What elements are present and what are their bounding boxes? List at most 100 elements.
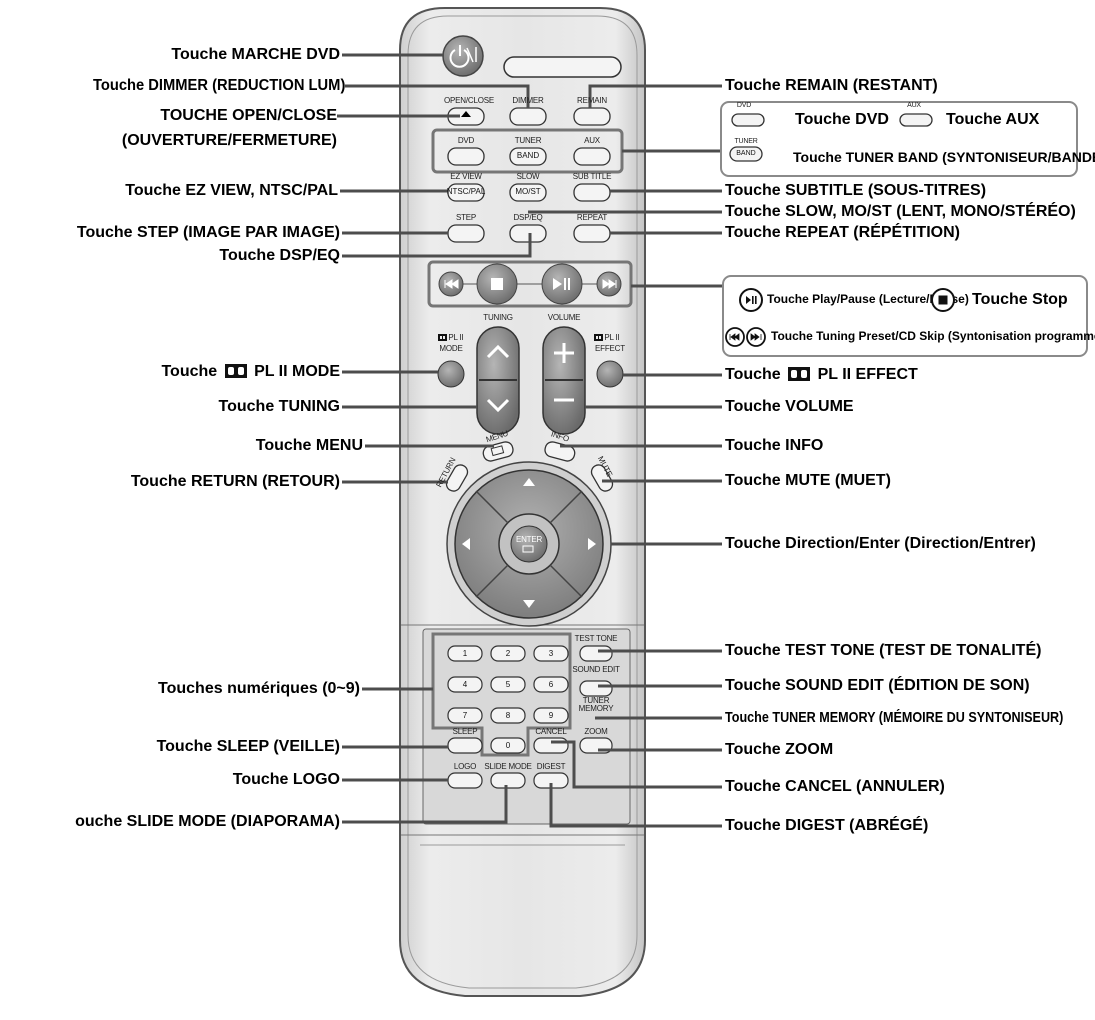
step-button[interactable] — [447, 224, 485, 243]
pl2-mode-button[interactable] — [437, 360, 465, 388]
callout-pl2-mode-suffix: PL II MODE — [254, 363, 340, 380]
callout-mute: Touche MUTE (MUET) — [725, 472, 891, 489]
digit-label-3: 3 — [548, 649, 554, 658]
callout-pl2-effect-suffix: PL II EFFECT — [817, 366, 918, 383]
mute-button[interactable] — [589, 462, 615, 493]
subtitle-button[interactable] — [573, 183, 611, 202]
logo-button[interactable] — [447, 772, 483, 789]
digit-label-8: 8 — [505, 711, 511, 720]
plus-icon — [554, 343, 574, 363]
digit-button-5[interactable] — [490, 676, 526, 693]
digit-button-3[interactable] — [533, 645, 569, 662]
leader-lines — [337, 53, 722, 828]
info-box-source — [720, 101, 1078, 177]
slide-mode-button[interactable] — [490, 772, 526, 789]
label-mo-st: MO/ST — [515, 187, 541, 196]
box-tuner-label: TUNER — [734, 138, 758, 145]
tuner-band-button[interactable] — [509, 147, 547, 166]
box-dvd-text: Touche DVD — [795, 111, 889, 128]
digit-button-8[interactable] — [490, 707, 526, 724]
digit-label-6: 6 — [548, 680, 554, 689]
digit-label-4: 4 — [462, 680, 468, 689]
label-sleep: SLEEP — [452, 727, 478, 736]
label-test-tone: TEST TONE — [574, 634, 618, 643]
label-tuner-memory-2: MEMORY — [578, 704, 614, 713]
box-dvd-button — [731, 113, 765, 127]
callout-slide-mode: ouche SLIDE MODE (DIAPORAMA) — [75, 813, 340, 830]
box-dvd-label: DVD — [736, 102, 752, 109]
digit-button-7[interactable] — [447, 707, 483, 724]
cancel-button[interactable] — [533, 737, 569, 754]
callout-info: Touche INFO — [725, 437, 824, 454]
digit-label-7: 7 — [462, 711, 468, 720]
digit-button-1[interactable] — [447, 645, 483, 662]
callout-tuning: Touche TUNING — [218, 398, 340, 415]
sleep-button[interactable] — [447, 737, 483, 754]
box-tuner-button — [729, 146, 763, 162]
box-aux-label: AUX — [907, 102, 921, 109]
return-button[interactable] — [444, 462, 470, 493]
digit-button-9[interactable] — [533, 707, 569, 724]
label-aux: AUX — [584, 136, 600, 145]
digit-label-0: 0 — [505, 741, 511, 750]
label-tuning: TUNING — [483, 313, 513, 322]
callout-subtitle: Touche SUBTITLE (SOUS-TITRES) — [725, 182, 987, 199]
callout-sound-edit: Touche SOUND EDIT (ÉDITION DE SON) — [725, 677, 1030, 694]
arrow-down-icon — [486, 398, 510, 413]
test-tone-button[interactable] — [579, 645, 613, 662]
box-stop-text: Touche Stop — [972, 291, 1068, 308]
label-slow: SLOW — [516, 172, 540, 181]
dsp-eq-button[interactable] — [509, 224, 547, 243]
digit-label-1: 1 — [462, 649, 468, 658]
dimmer-button[interactable] — [509, 107, 547, 126]
label-effect: EFFECT — [595, 344, 625, 353]
callout-dsp-eq: Touche DSP/EQ — [219, 247, 340, 264]
volume-rocker[interactable] — [542, 326, 586, 435]
enter-button[interactable] — [510, 525, 548, 563]
skip-forward-icon — [602, 279, 617, 289]
info-box-transport — [722, 275, 1088, 357]
callout-open-close-2: (OUVERTURE/FERMETURE) — [121, 132, 337, 149]
repeat-button[interactable] — [573, 224, 611, 243]
callout-digest: Touche DIGEST (ABRÉGÉ) — [725, 817, 929, 834]
label-step: STEP — [455, 213, 477, 222]
tuning-rocker[interactable] — [476, 326, 520, 435]
digit-button-4[interactable] — [447, 676, 483, 693]
play-pause-icon — [553, 278, 570, 290]
callout-open-close-1: TOUCHE OPEN/CLOSE — [160, 107, 337, 124]
box-aux-button — [899, 113, 933, 127]
label-dimmer: DIMMER — [512, 96, 544, 105]
aux-button[interactable] — [573, 147, 611, 166]
callout-logo: Touche LOGO — [232, 771, 340, 788]
label-remain: REMAIN — [577, 96, 607, 105]
label-pl2-right: PL II — [604, 333, 620, 342]
label-volume: VOLUME — [547, 313, 581, 322]
callout-numeric: Touches numériques (0~9) — [158, 680, 360, 697]
sound-edit-button[interactable] — [579, 680, 613, 697]
digit-button-2[interactable] — [490, 645, 526, 662]
callout-pl2-effect: Touche PL II EFFECT — [725, 366, 918, 384]
remain-button[interactable] — [573, 107, 611, 126]
label-pl2-left: PL II — [448, 333, 464, 342]
callout-tuner-memory: Touche TUNER MEMORY (MÉMOIRE DU SYNTONIS… — [725, 709, 1064, 726]
box-aux-text: Touche AUX — [946, 111, 1040, 128]
callout-pl2-effect-prefix: Touche — [725, 366, 781, 383]
pl2-effect-button[interactable] — [596, 360, 624, 388]
digit-button-6[interactable] — [533, 676, 569, 693]
box-band-label: BAND — [736, 150, 756, 157]
label-mode: MODE — [439, 344, 463, 353]
callout-sleep: Touche SLEEP (VEILLE) — [156, 738, 340, 755]
label-digest: DIGEST — [536, 762, 566, 771]
power-button[interactable] — [442, 35, 484, 77]
callout-zoom: Touche ZOOM — [725, 741, 834, 758]
dvd-button[interactable] — [447, 147, 485, 166]
slow-button[interactable] — [509, 183, 547, 202]
digit-button-0[interactable] — [490, 737, 526, 754]
callout-slow: Touche SLOW, MO/ST (LENT, MONO/STÉRÉO) — [725, 203, 1076, 220]
callout-menu: Touche MENU — [255, 437, 363, 454]
callout-ez-view: Touche EZ VIEW, NTSC/PAL — [125, 182, 338, 199]
label-dvd: DVD — [457, 136, 475, 145]
callout-dimmer: Touche DIMMER (REDUCTION LUM) — [92, 77, 345, 94]
label-zoom: ZOOM — [584, 727, 608, 736]
